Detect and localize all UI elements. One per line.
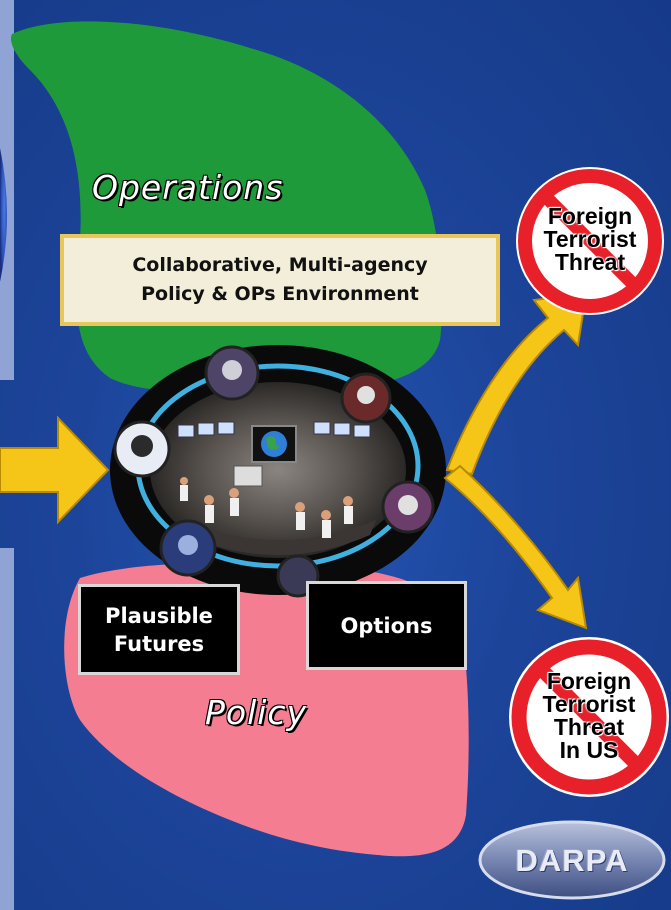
incoming-arrow [0,415,110,525]
threat-top-line-1: Foreign [547,203,633,229]
operations-region [10,21,442,393]
left-panel-bottom [0,548,14,910]
no-sign-top-slash [540,191,641,292]
policy-label: Policy [205,693,308,732]
collab-line-2: Policy & OPs Environment [141,283,419,305]
people-icons [180,477,353,538]
arrow-to-threat-bottom [443,464,588,630]
threat-bottom-line-3: Threat [553,714,625,740]
threat-top-line-2: Terrorist [543,226,637,252]
collaborative-environment-box: Collaborative, Multi-agency Policy & OPs… [60,234,500,326]
options-box: Options [306,581,467,670]
side-screen [233,465,263,487]
plausible-futures-box: Plausible Futures [78,584,240,675]
arrow-to-threat-top [445,292,588,476]
darpa-logo: DARPA [515,843,629,878]
portrait-icons [113,345,435,598]
monitor [197,422,215,436]
conference-table [180,520,376,555]
left-planet-edge [0,148,7,282]
futures-line-1: Plausible [105,603,213,628]
monitor [217,421,235,435]
threat-bottom-line-1: Foreign [546,668,632,694]
no-sign-bottom [511,639,667,795]
left-panel-top [0,0,14,380]
threat-bottom-label: Foreign Terrorist Threat In US [515,670,663,762]
monitor [177,424,195,438]
no-sign-top [518,169,662,313]
threat-bottom-line-2: Terrorist [542,691,636,717]
futures-line-2: Futures [113,631,205,656]
collab-line-1: Collaborative, Multi-agency [132,254,428,276]
globe-land [266,436,280,450]
threat-top-label: Foreign Terrorist Threat [519,205,661,274]
operations-label: Operations [92,168,284,207]
darpa-logo-oval [478,820,666,900]
threat-bottom-line-4: In US [559,737,619,763]
monitor [353,424,371,438]
no-sign-bottom-slash [535,663,643,771]
monitor [313,421,331,435]
options-label: Options [340,613,433,638]
threat-top-line-3: Threat [554,249,626,275]
monitor [333,422,351,436]
